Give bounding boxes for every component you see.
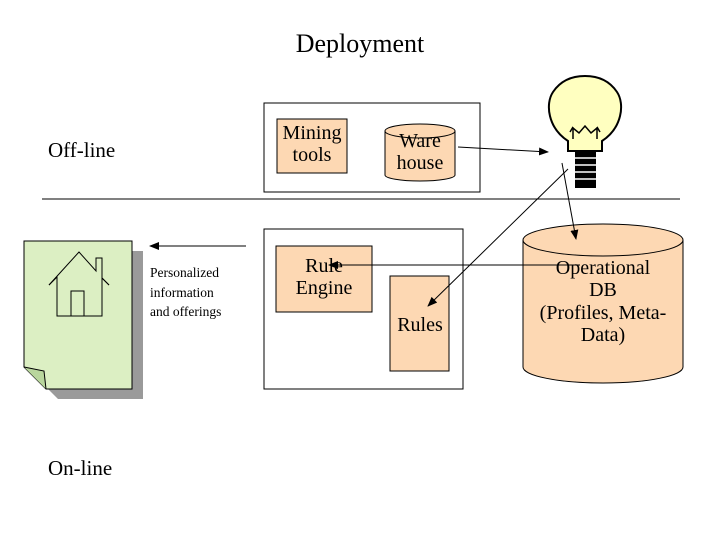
- arrow-warehouse-to-bulb: [457, 146, 549, 156]
- operational-db-line-4: Data): [580, 324, 626, 347]
- page-title: Deployment: [295, 29, 425, 58]
- web-page-icon: [23, 240, 143, 399]
- operational-db-line-2: DB: [589, 279, 617, 302]
- mining-tools-line-1: Mining: [282, 122, 342, 144]
- rules-box: [389, 275, 450, 372]
- rule-engine-line-2: Engine: [295, 277, 353, 300]
- rule-engine-label: Rule Engine: [274, 255, 374, 300]
- personalized-output-label: Personalized information and offerings: [150, 263, 221, 322]
- personalized-line-2: information: [150, 284, 214, 300]
- lane-label-offline: Off-line: [48, 138, 116, 162]
- lane-label-online: On-line: [48, 456, 113, 480]
- rule-engine-box: [275, 245, 373, 313]
- rule-engine-line-1: Rule: [305, 255, 343, 277]
- mining-tools-line-2: tools: [292, 144, 332, 167]
- warehouse-cylinder: [384, 123, 456, 182]
- warehouse-line-1: Ware: [399, 130, 441, 152]
- lightbulb-icon: [547, 74, 623, 188]
- rules-label: Rules: [397, 314, 443, 336]
- warehouse-label: Ware house: [380, 130, 460, 175]
- operational-db-line-1: Operational: [555, 257, 651, 279]
- personalized-line-1: Personalized: [150, 265, 219, 280]
- personalized-line-3: and offerings: [150, 304, 222, 320]
- operational-db-cylinder: [522, 223, 684, 384]
- arrow-bulb-to-db: [561, 162, 579, 240]
- house-icon: [48, 251, 110, 317]
- arrow-bulb-to-rules: [427, 168, 569, 307]
- operational-db-label: Operational DB (Profiles, Meta- Data): [518, 257, 688, 347]
- operational-db-line-3: (Profiles, Meta-: [539, 301, 667, 324]
- warehouse-line-2: house: [396, 152, 444, 175]
- mining-tools-label: Mining tools: [272, 122, 352, 167]
- mining-tools-box: [276, 118, 348, 174]
